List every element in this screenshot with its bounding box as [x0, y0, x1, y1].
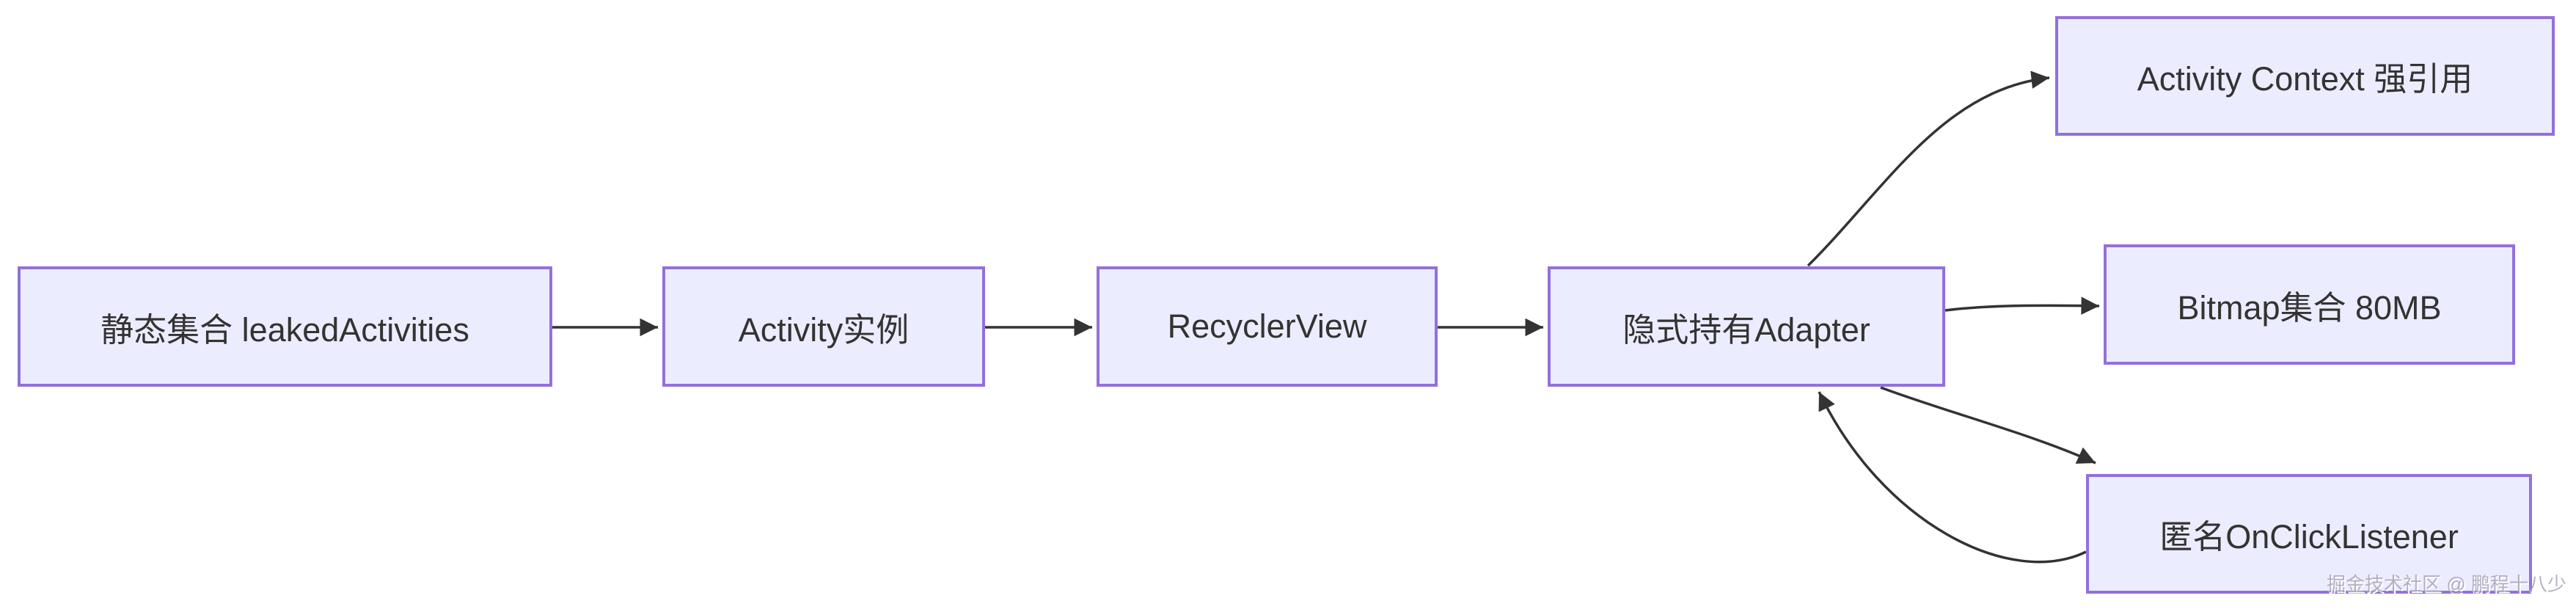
edge-listener-to-adapter [1818, 391, 2087, 564]
node-label: 隐式持有Adapter [1622, 310, 1870, 349]
edge-adapter-to-listener [1880, 386, 2096, 465]
edge-adapter-to-bitmaps [1944, 296, 2100, 315]
node-adapter-implicit-hold: 隐式持有Adapter [1548, 266, 1945, 387]
node-bitmap-collection-80mb: Bitmap集合 80MB [2104, 244, 2515, 365]
node-static-collection-leakedactivities: 静态集合 leakedActivities [18, 266, 552, 387]
node-label: 匿名OnClickListener [2159, 518, 2459, 555]
node-label: Bitmap集合 80MB [2177, 288, 2442, 327]
edge-adapter-to-contextref [1807, 70, 2050, 267]
node-label: Activity Context 强引用 [2137, 60, 2473, 98]
node-anonymous-onclicklistener: 匿名OnClickListener [2086, 474, 2532, 594]
node-label: RecyclerView [1167, 307, 1367, 345]
node-label: 静态集合 leakedActivities [100, 310, 469, 349]
node-recyclerview: RecyclerView [1097, 266, 1438, 387]
watermark: 掘金技术社区 @ 鹏程十八少 [2327, 573, 2566, 595]
node-activity-instance: Activity实例 [662, 266, 985, 387]
node-activity-context-strong-ref: Activity Context 强引用 [2055, 16, 2555, 136]
node-label: Activity实例 [738, 310, 910, 349]
